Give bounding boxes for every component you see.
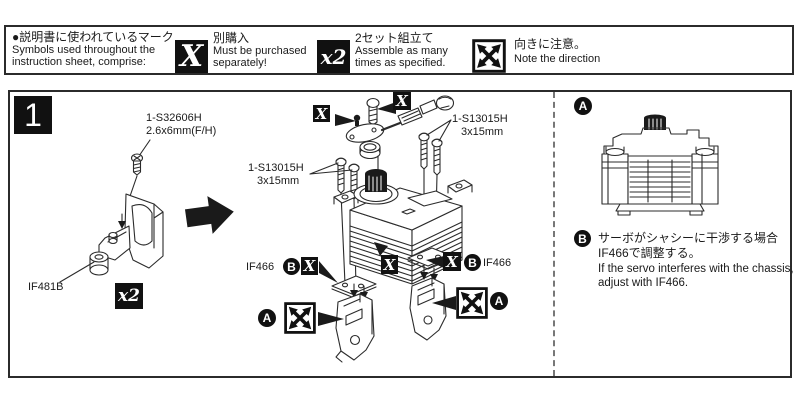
note-jp-line1: サーボがシャシーに干渉する場合: [598, 231, 779, 245]
callout-a-left: A: [258, 309, 276, 327]
legend-intro-en2: instruction sheet, comprise:: [12, 56, 146, 68]
direction-en: Note the direction: [514, 53, 601, 65]
note-en-line1: If the servo interferes with the chassis…: [598, 263, 794, 275]
legend-item-direction: 向きに注意。 Note the direction: [514, 36, 600, 67]
x-symbol-icon: X: [175, 39, 208, 74]
legend-intro-jp: ●説明書に使われているマーク: [12, 30, 174, 44]
screw-label-center-left-line2: 3x15mm: [257, 175, 300, 187]
legend-bar: ●説明書に使われているマーク Symbols used throughout t…: [4, 25, 794, 75]
panel-divider: [553, 92, 555, 376]
x2-symbol-en2: times as specified.: [355, 57, 446, 69]
x-badge-plate-left: X: [301, 257, 318, 275]
screw-label-left-line2: 2.6x6mm(F/H): [146, 125, 217, 137]
callout-b-panel: B: [574, 230, 591, 247]
x-badge-plate-right: X: [443, 252, 461, 271]
direction-icon: [284, 302, 316, 334]
legend-intro: ●説明書に使われているマーク Symbols used throughout t…: [12, 30, 174, 69]
plate-label-left: IF466: [246, 261, 275, 273]
note-jp-line2: IF466で調整する。: [598, 246, 701, 260]
x-symbol-en1: Must be purchased: [213, 45, 307, 57]
screw-label-right-line2: 3x15mm: [461, 126, 504, 138]
callout-a-panel: A: [574, 97, 592, 115]
x-symbol-en2: separately!: [213, 57, 267, 69]
legend-intro-en1: Symbols used throughout the: [12, 44, 156, 56]
callout-b-left: B: [283, 258, 300, 275]
x-badge-horn: X: [313, 105, 330, 123]
x2-symbol-icon: x2: [317, 40, 350, 73]
direction-icon: [472, 39, 506, 73]
x2-symbol-jp: 2セット組立て: [355, 31, 434, 45]
plate-label-right: IF466: [483, 257, 512, 269]
screw-label-left-line1: 1-S32606H: [146, 112, 202, 124]
x2-symbol-en1: Assemble as many: [355, 45, 448, 57]
quantity-x2-badge: x2: [115, 283, 143, 309]
servo-assembly-drawing: [309, 95, 473, 363]
step-number-badge: 1: [14, 96, 52, 134]
legend-item-x2: 2セット組立て Assemble as many times as specif…: [355, 31, 448, 70]
x-symbol-jp: 別購入: [213, 31, 250, 45]
x-badge-top-screw: X: [393, 92, 411, 110]
part-label-if481b: IF481B: [28, 281, 64, 293]
callout-b-right: B: [464, 254, 481, 271]
direction-jp: 向きに注意。: [514, 37, 587, 51]
direction-icon: [456, 287, 488, 319]
bottom-bracket-left: [335, 293, 375, 363]
step-illustration: [59, 95, 719, 363]
bottom-bracket-right: [409, 277, 447, 341]
note-en-line2: adjust with IF466.: [598, 277, 689, 289]
screw-label-right: 1-S13015H 3x15mm: [452, 113, 508, 139]
transform-arrow: [184, 196, 234, 234]
screw-label-right-line1: 1-S13015H: [452, 113, 508, 125]
legend-item-x: 別購入 Must be purchased separately!: [213, 31, 307, 70]
left-part-drawing: [59, 139, 164, 283]
servo-front-drawing: [601, 114, 719, 216]
screw-label-left: 1-S32606H 2.6x6mm(F/H): [146, 112, 216, 138]
callout-a-right: A: [490, 292, 508, 310]
screw-label-center-left-line1: 1-S13015H: [248, 162, 304, 174]
x-badge-servo: X: [381, 255, 398, 274]
screw-label-center-left: 1-S13015H 3x15mm: [248, 162, 304, 188]
